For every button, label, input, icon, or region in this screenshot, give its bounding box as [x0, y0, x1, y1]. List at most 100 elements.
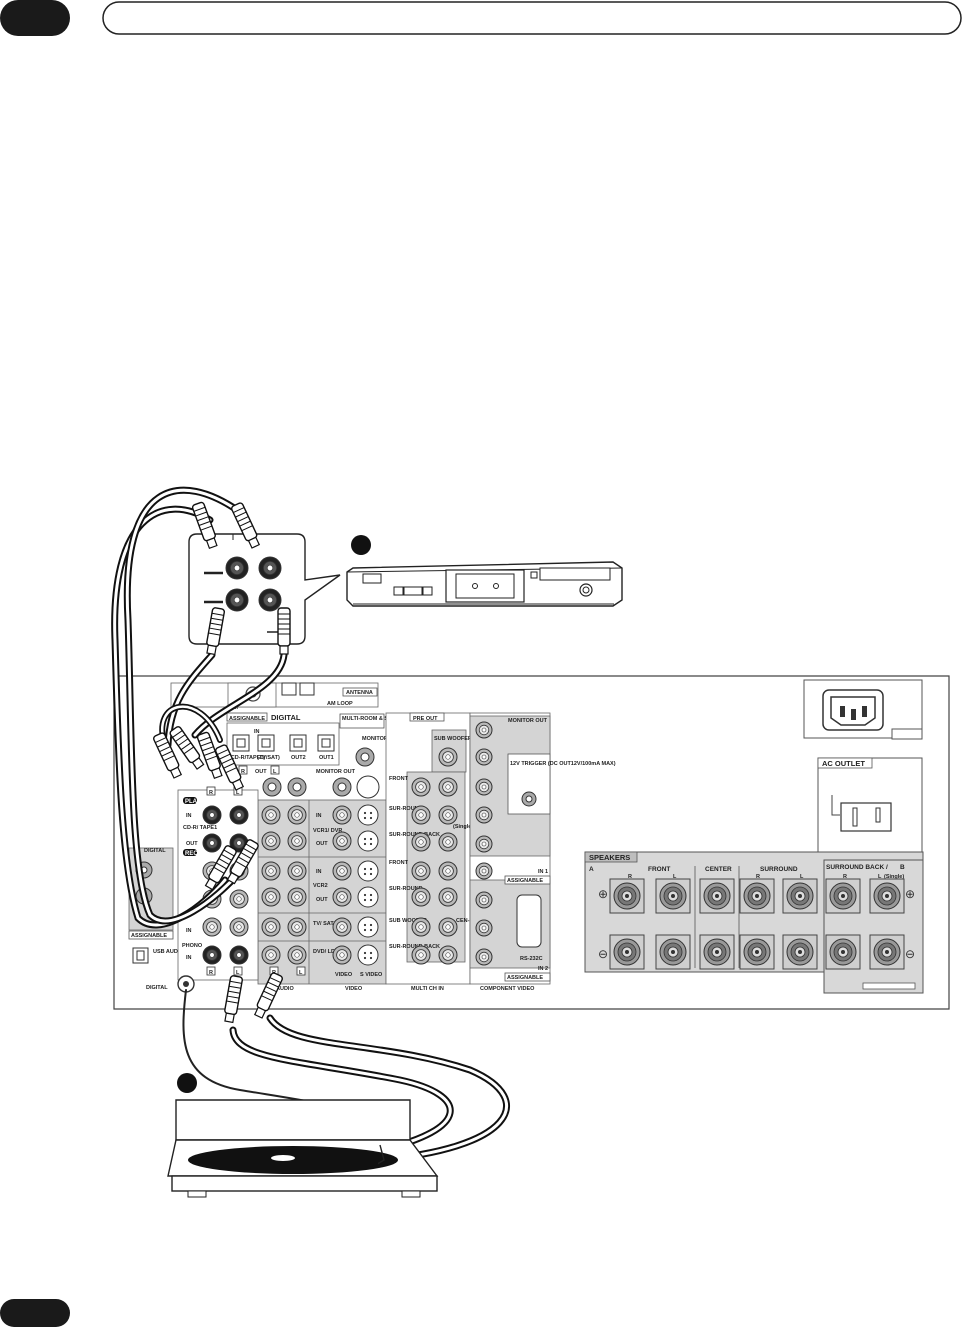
- rca-jack: [229, 917, 249, 937]
- ac-outlet: AC OUTLET: [817, 757, 923, 859]
- speaker-terminal: [609, 934, 645, 970]
- component-jacks: [475, 721, 493, 966]
- rca-plug: [169, 726, 205, 770]
- l-label: L: [236, 790, 240, 796]
- l-label: L: [236, 970, 240, 976]
- rca-jack: [438, 747, 458, 767]
- rca-jack: [261, 887, 281, 907]
- page-footer: [0, 1299, 70, 1327]
- tape-deck: [346, 535, 623, 607]
- turntable: [167, 1073, 439, 1198]
- rca-jack: [225, 556, 249, 580]
- r-label: R: [209, 790, 213, 796]
- multiroom-monitor-out-label: MONITOR OUT: [362, 736, 402, 742]
- vcr2-out-label: OUT: [316, 897, 328, 903]
- minus-icon: ⊖: [598, 947, 608, 961]
- rca-jack: [287, 887, 307, 907]
- subwoofer-label: SUB WOOFER: [434, 736, 472, 742]
- rca-jack: [258, 588, 282, 612]
- digital-in-label: IN: [254, 729, 260, 735]
- usb-audio-label: USB AUDIO: [153, 949, 184, 955]
- rca-jack: [258, 556, 282, 580]
- rca-plug: [191, 501, 218, 550]
- rca-plug: [153, 732, 183, 779]
- rca-jack: [202, 917, 222, 937]
- rca-jack: [411, 861, 431, 881]
- in-1-label: IN 1: [538, 869, 548, 875]
- rca-jack: [438, 805, 458, 825]
- multiroom-label: MULTI-ROOM & SOURCE: [342, 716, 408, 722]
- cd-out-label: OUT: [186, 841, 198, 847]
- rca-jack: [287, 831, 307, 851]
- rca-jack: [475, 721, 493, 739]
- rca-jack: [411, 887, 431, 907]
- speakers-label: SPEAKERS: [589, 853, 630, 862]
- rca-jack: [261, 861, 281, 881]
- rca-jack: [287, 861, 307, 881]
- jack-panel: ANTENNA AM LOOP FM ASSIGNABLE DIGITAL IN…: [128, 682, 616, 993]
- digital-bottom-label: DIGITAL: [146, 985, 168, 991]
- chapter-tab: [0, 0, 70, 36]
- tape-deck-marker: [351, 535, 371, 555]
- left-digital-label: DIGITAL: [144, 848, 166, 854]
- title-bar: [102, 1, 962, 35]
- rca-jack: [438, 861, 458, 881]
- rca-jack: [287, 917, 307, 937]
- rca-jack: [438, 887, 458, 907]
- digital-assignable-label: ASSIGNABLE: [229, 716, 265, 722]
- video-bottom-label: VIDEO: [345, 986, 363, 992]
- speaker-terminal: [739, 934, 775, 970]
- rca-plug: [277, 607, 291, 655]
- vcr2-label: VCR2: [313, 883, 328, 889]
- rca-jack: [202, 805, 222, 825]
- speaker-terminal: [825, 878, 861, 914]
- pre-out-label: PRE OUT: [413, 716, 438, 722]
- rca-jack: [475, 748, 493, 766]
- vcr1-out-label: OUT: [316, 841, 328, 847]
- speakers-block: SPEAKERS A B FRONT CENTER SURROUND SURRO…: [584, 851, 924, 994]
- pre-single-label: (Single): [453, 824, 473, 830]
- cd-in-label: IN: [186, 813, 192, 819]
- digital-label: DIGITAL: [271, 713, 301, 722]
- speaker-terminal: [655, 934, 691, 970]
- av-jacks: [261, 804, 379, 966]
- ac-outlet-label: AC OUTLET: [822, 759, 865, 768]
- multi-front-label: FRONT: [389, 860, 409, 866]
- audio-label: AUDIO: [276, 986, 294, 992]
- speaker-terminal: [739, 878, 775, 914]
- monitor-out-small-label: MONITOR OUT: [316, 769, 356, 775]
- rca-jack: [332, 887, 352, 907]
- dvd-ld-in-label: DVD/ LD IN: [313, 949, 342, 955]
- rca-plug: [196, 731, 223, 780]
- rca-plug: [215, 744, 245, 791]
- spk-front-l: L: [673, 874, 677, 880]
- rca-jack: [332, 805, 352, 825]
- in-2-label: IN 2: [538, 966, 548, 972]
- callout-jacks: [225, 556, 282, 612]
- speakers-b-label: B: [900, 864, 905, 871]
- spk-surround-back-label: SURROUND BACK /: [826, 864, 888, 871]
- rca-jack: [475, 835, 493, 853]
- vcr1-in-label: IN: [316, 813, 322, 819]
- rca-jack: [475, 862, 493, 880]
- rca-jack: [202, 945, 222, 965]
- rca-plug: [231, 502, 261, 549]
- rca-jack: [332, 945, 352, 965]
- spk-surround-r: R: [756, 874, 760, 880]
- rca-jack: [438, 832, 458, 852]
- audio-input-jacks: [177, 805, 249, 993]
- s-video-jack: [357, 944, 379, 966]
- out2-label: OUT2: [291, 755, 306, 761]
- vcr2-in-label: IN: [316, 869, 322, 875]
- rca-jack: [287, 805, 307, 825]
- pre-front-label: FRONT: [389, 776, 409, 782]
- rca-jack: [438, 917, 458, 937]
- spk-front-label: FRONT: [648, 866, 670, 873]
- rca-jack: [287, 945, 307, 965]
- spk-back-single: (Single): [884, 874, 904, 880]
- s-video-jack: [357, 886, 379, 908]
- page-header: [0, 0, 962, 36]
- rca-jack: [475, 919, 493, 937]
- rs232c-label: RS-232C: [520, 956, 543, 962]
- multi-ch-in-label: MULTI CH IN: [411, 986, 444, 992]
